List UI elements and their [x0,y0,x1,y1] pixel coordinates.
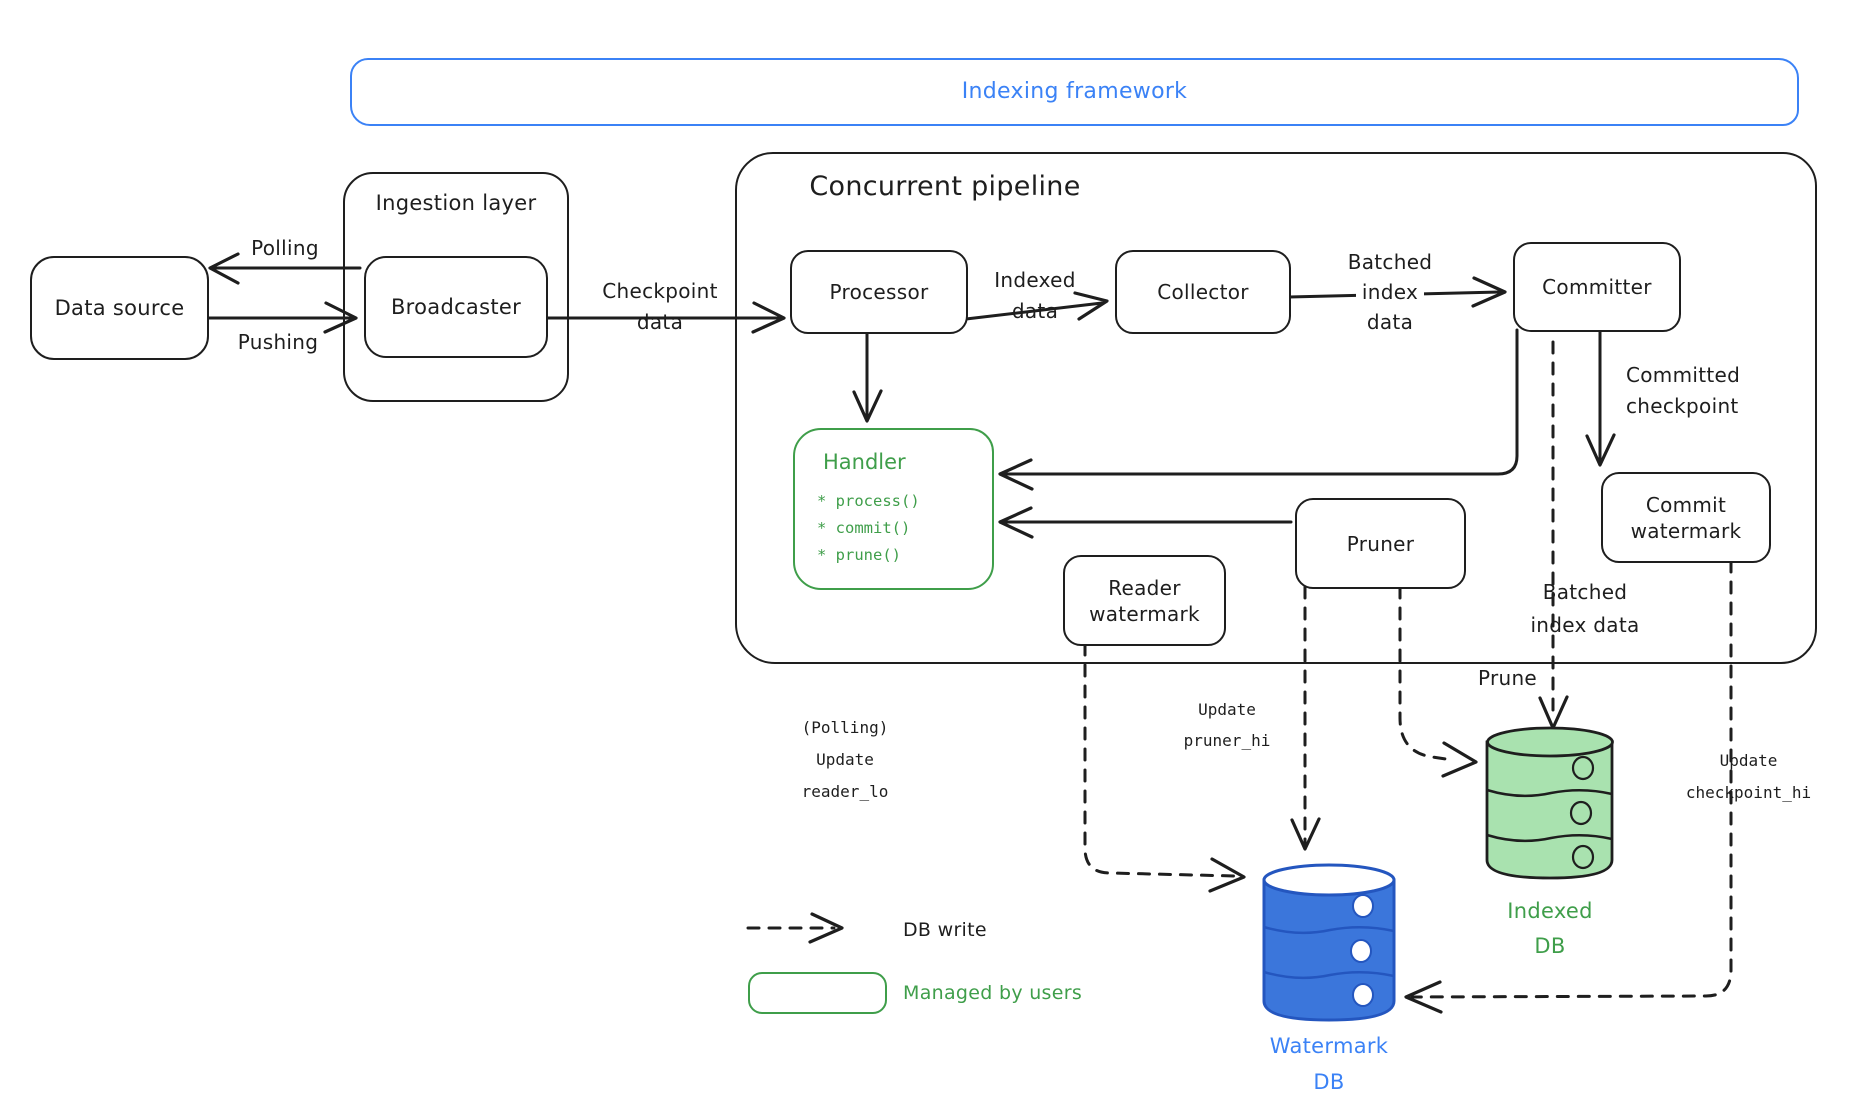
indexed-db-cylinder [1485,726,1614,880]
handler-node: Handler * process() * commit() * prune() [793,428,994,590]
reader-watermark-line1: Reader [1108,575,1181,600]
update-pruner-hi-line1: Update [1198,700,1256,719]
indexed-data-arrow [964,291,1109,321]
checkpoint-data-label: Checkpoint data [590,276,730,338]
pruner-to-handler-arrow [998,506,1293,539]
processor-node: Processor [790,250,968,334]
update-checkpoint-hi-line1: Update [1719,751,1778,770]
batched-index-data-line3: data [1366,310,1414,334]
reader-watermark-node: Reader watermark [1063,555,1226,646]
batched-index-data-line1: Batched [1347,250,1433,274]
legend-db-write-label: DB write [903,919,987,941]
watermark-db-line1: Watermark [1269,1034,1389,1058]
prune-arrow [1398,585,1478,778]
checkpoint-data-line2: data [636,310,684,334]
committed-checkpoint-label: Committed checkpoint [1620,360,1801,422]
collector-node: Collector [1115,250,1291,334]
batched-index-data-line2: index [1320,277,1460,307]
watermark-db-label: Watermark DB [1254,1028,1404,1100]
indexing-framework-title: Indexing framework [961,79,1188,104]
update-reader-lo-label: (Polling) Update reader_lo [775,712,915,808]
pruner-node: Pruner [1295,498,1466,589]
indexed-db-line1: Indexed [1507,899,1593,923]
update-checkpoint-hi-label: Update checkpoint_hi [1646,745,1851,809]
indexed-db-line2: DB [1534,934,1566,958]
committed-checkpoint-line2: checkpoint [1626,394,1739,418]
handler-method-commit: * commit() [817,519,911,537]
pushing-arrow [204,301,358,334]
legend-db-write-arrow [746,912,844,944]
watermark-db-line2: DB [1313,1070,1345,1094]
checkpoint-data-line1: Checkpoint [602,279,718,303]
reader-to-watermarkdb-arrow [1083,642,1246,893]
broadcaster-node: Broadcaster [364,256,548,358]
update-reader-lo-line2: Update [816,750,874,769]
legend-managed-box [748,972,887,1014]
batched-index-data-2-line1: Batched [1542,580,1628,604]
committed-checkpoint-arrow [1585,328,1616,467]
commitwatermark-to-watermarkdb-arrow [1404,559,1733,1014]
ingestion-layer-title: Ingestion layer [375,191,537,215]
watermark-db-cylinder [1262,863,1396,1022]
concurrent-pipeline-frame [735,152,1817,664]
update-checkpoint-hi-line2: checkpoint_hi [1685,783,1812,802]
checkpoint-data-arrow [543,301,786,334]
pruner-to-watermarkdb-arrow [1290,585,1321,851]
polling-label: Polling [251,236,319,260]
reader-watermark-line2: watermark [1089,601,1200,626]
handler-method-prune: * prune() [817,546,901,564]
processor-to-handler-arrow [852,332,883,423]
pushing-label: Pushing [237,330,319,354]
legend-managed-label: Managed by users [903,982,1083,1004]
committer-to-handler-arrow [998,328,1519,491]
commit-watermark-line1: Commit [1645,492,1727,517]
ingestion-layer-frame: Ingestion layer [343,172,569,402]
batched-index-data-2-label: Batched index data [1500,576,1670,642]
indexed-data-label: Indexed data [975,265,1095,327]
indexed-data-line2: data [1011,299,1059,323]
handler-method-process: * process() [817,492,920,510]
data-source-node: Data source [30,256,209,360]
concurrent-pipeline-title: Concurrent pipeline [809,171,1081,202]
batched-index-data-2-line2: index data [1530,613,1640,637]
indexing-framework-frame: Indexing framework [350,58,1799,126]
prune-label: Prune [1477,666,1538,690]
batched-index-data-label: Batched index data [1320,247,1460,337]
update-reader-lo-line3: reader_lo [801,782,889,801]
polling-arrow [208,252,362,285]
committer-node: Committer [1513,242,1681,332]
update-pruner-hi-line2: pruner_hi [1183,731,1271,750]
update-pruner-hi-label: Update pruner_hi [1157,694,1297,756]
committed-checkpoint-line1: Committed [1626,363,1741,387]
commit-watermark-line2: watermark [1630,518,1742,543]
indexed-data-line1: Indexed [994,268,1076,292]
handler-title: Handler [823,450,906,474]
indexed-db-label: Indexed DB [1475,894,1625,964]
update-reader-lo-line1: (Polling) [801,718,889,737]
commit-watermark-node: Commit watermark [1601,472,1771,563]
